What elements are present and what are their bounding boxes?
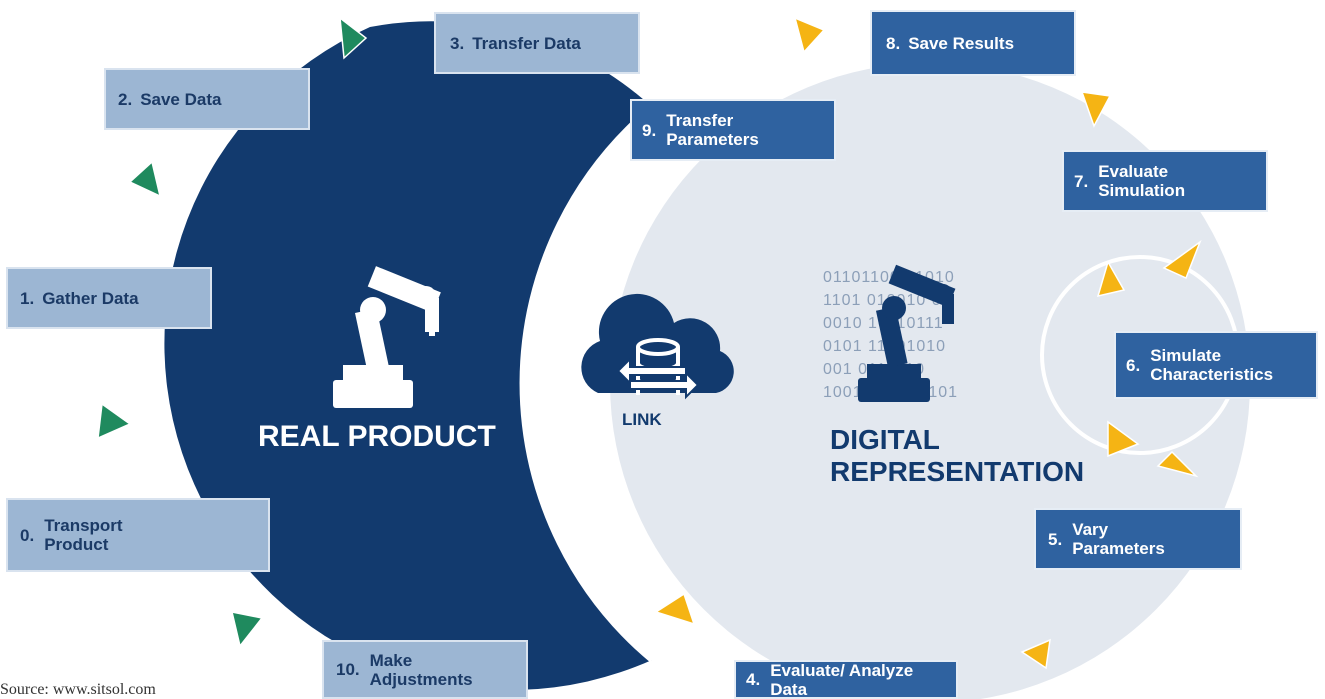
- step-number: 2.: [118, 89, 133, 109]
- yellow-arrow-icon: [1162, 239, 1202, 280]
- yellow-arrow-icon: [1096, 260, 1126, 298]
- step-4-evaluate-analyze: 4. Evaluate/ Analyze Data: [734, 660, 958, 699]
- yellow-arrow-icon: [793, 16, 826, 54]
- step-2-save-data: 2. Save Data: [104, 68, 310, 130]
- step-label: Evaluate/ Analyze Data: [770, 660, 914, 699]
- digital-representation-label: DIGITAL REPRESENTATION: [830, 424, 1085, 487]
- step-number: 3.: [450, 33, 465, 53]
- step-label: Save Results: [908, 33, 1015, 53]
- step-number: 10.: [336, 660, 360, 679]
- green-arrow-icon: [231, 611, 264, 648]
- yellow-arrow-icon: [1080, 91, 1112, 128]
- step-10-make-adjustments: 10. Make Adjustments: [322, 640, 528, 699]
- step-label: Save Data: [140, 89, 222, 109]
- digital-robot-icon: [858, 264, 956, 402]
- step-7-evaluate-simulation: 7. Evaluate Simulation: [1062, 150, 1268, 212]
- green-arrow-icon: [128, 160, 162, 198]
- step-number: 5.: [1048, 529, 1063, 549]
- step-label: Gather Data: [42, 288, 139, 308]
- robot-arm-icon: [333, 266, 441, 408]
- step-number: 6.: [1126, 355, 1141, 375]
- cloud-database-icon: [581, 293, 734, 400]
- step-8-save-results: 8. Save Results: [870, 10, 1076, 76]
- step-6-simulate-characteristics: 6. Simulate Characteristics: [1114, 331, 1318, 399]
- yellow-arrow-icon: [1020, 638, 1051, 670]
- link-gap: [519, 104, 654, 663]
- green-arrow-icon: [97, 402, 132, 440]
- yellow-arrows: [654, 16, 1202, 670]
- green-arrow-icon: [339, 16, 368, 60]
- step-label: Transport Product: [44, 516, 123, 554]
- step-label: Vary Parameters: [1072, 520, 1165, 558]
- step-5-vary-parameters: 5. Vary Parameters: [1034, 508, 1242, 570]
- yellow-arrow-icon: [654, 592, 696, 626]
- step-0-transport-product: 0. Transport Product: [6, 498, 270, 572]
- step-number: 1.: [20, 288, 35, 308]
- step-number: 7.: [1074, 171, 1089, 191]
- step-label: Transfer Data: [472, 33, 581, 53]
- source-caption: Source: www.sitsol.com: [0, 681, 156, 698]
- link-label: LINK: [622, 410, 662, 429]
- green-arrows: [97, 16, 368, 648]
- step-number: 9.: [642, 120, 657, 140]
- step-number: 8.: [886, 33, 901, 53]
- step-label: Transfer Parameters: [666, 111, 759, 149]
- step-1-gather-data: 1. Gather Data: [6, 267, 212, 329]
- step-label: Make Adjustments: [369, 650, 473, 689]
- step-3-transfer-data: 3. Transfer Data: [434, 12, 640, 74]
- yellow-arrow-icon: [1107, 420, 1140, 458]
- real-product-crescent: [164, 21, 653, 691]
- step-label: Simulate Characteristics: [1150, 346, 1274, 384]
- step-number: 4.: [746, 670, 761, 689]
- step-label: Evaluate Simulation: [1098, 162, 1186, 200]
- yellow-arrow-icon: [1156, 450, 1199, 478]
- step-9-transfer-parameters: 9. Transfer Parameters: [630, 99, 836, 161]
- real-product-label: REAL PRODUCT: [258, 420, 496, 453]
- step-number: 0.: [20, 525, 35, 545]
